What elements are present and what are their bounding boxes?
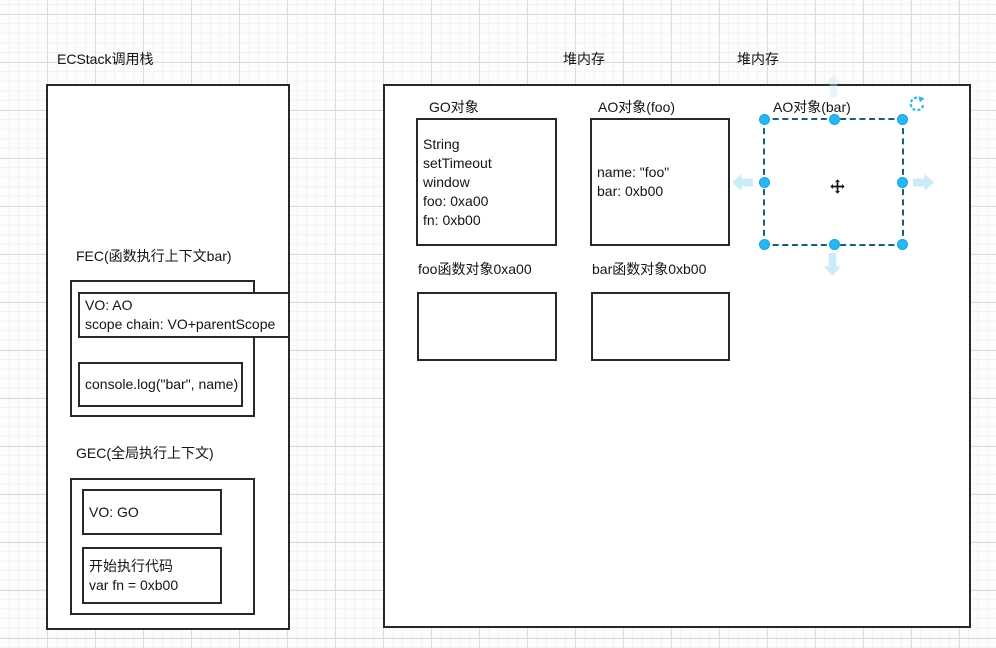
fec-scope-chain-line: scope chain: VO+parentScope — [85, 316, 276, 332]
foo-fn-box[interactable] — [417, 292, 557, 361]
gec-vo-box[interactable]: VO: GO — [82, 489, 222, 535]
ao-foo-label[interactable]: AO对象(foo) — [598, 99, 676, 115]
ao-bar-label[interactable]: AO对象(bar) — [773, 99, 851, 115]
arrow-right-icon[interactable] — [912, 172, 935, 193]
fec-code-line: console.log("bar", name) — [85, 376, 239, 392]
go-line-foo: foo: 0xa00 — [423, 192, 489, 209]
go-line-settimeout: setTimeout — [423, 154, 492, 171]
ao-bar-box-selected[interactable] — [759, 114, 908, 250]
ao-foo-line-name: name: "foo" — [597, 164, 670, 180]
fec-code-box[interactable]: console.log("bar", name) — [78, 362, 243, 407]
selection-handle-w[interactable] — [759, 177, 770, 188]
arrow-down-icon[interactable] — [822, 252, 843, 277]
fec-label[interactable]: FEC(函数执行上下文bar) — [76, 248, 232, 264]
selection-handle-n[interactable] — [829, 114, 840, 125]
gec-vo-line: VO: GO — [89, 503, 139, 520]
bar-fn-box[interactable] — [591, 292, 730, 361]
selection-handle-e[interactable] — [897, 177, 908, 188]
gec-code-line-1: 开始执行代码 — [89, 557, 173, 574]
ao-foo-box[interactable]: name: "foo" bar: 0xb00 — [590, 118, 730, 246]
selection-handle-se[interactable] — [897, 239, 908, 250]
selection-handle-sw[interactable] — [759, 239, 770, 250]
foo-fn-label[interactable]: foo函数对象0xa00 — [418, 261, 532, 277]
arrow-up-icon[interactable] — [823, 74, 844, 98]
ecstack-title[interactable]: ECStack调用栈 — [57, 51, 154, 67]
gec-code-line-2: var fn = 0xb00 — [89, 576, 179, 593]
fec-vo-line: VO: AO — [85, 297, 133, 313]
go-line-fn: fn: 0xb00 — [423, 211, 481, 228]
ao-foo-line-bar: bar: 0xb00 — [597, 183, 664, 199]
heap-title-right[interactable]: 堆内存 — [737, 51, 779, 67]
go-object-box[interactable]: String setTimeout window foo: 0xa00 fn: … — [416, 118, 557, 246]
selection-handle-s[interactable] — [829, 239, 840, 250]
go-object-label[interactable]: GO对象 — [429, 99, 479, 115]
fec-vo-box[interactable]: VO: AO scope chain: VO+parentScope — [78, 292, 290, 338]
gec-code-box[interactable]: 开始执行代码 var fn = 0xb00 — [82, 547, 222, 604]
go-line-window: window — [423, 173, 470, 190]
gec-label[interactable]: GEC(全局执行上下文) — [76, 445, 214, 461]
selection-handle-nw[interactable] — [759, 114, 770, 125]
selection-handle-ne[interactable] — [897, 114, 908, 125]
rotate-icon[interactable] — [908, 95, 926, 113]
arrow-left-icon[interactable] — [731, 172, 754, 193]
move-icon[interactable] — [829, 178, 846, 195]
heap-title-left[interactable]: 堆内存 — [563, 51, 605, 67]
go-line-string: String — [423, 135, 460, 152]
bar-fn-label[interactable]: bar函数对象0xb00 — [592, 261, 707, 277]
